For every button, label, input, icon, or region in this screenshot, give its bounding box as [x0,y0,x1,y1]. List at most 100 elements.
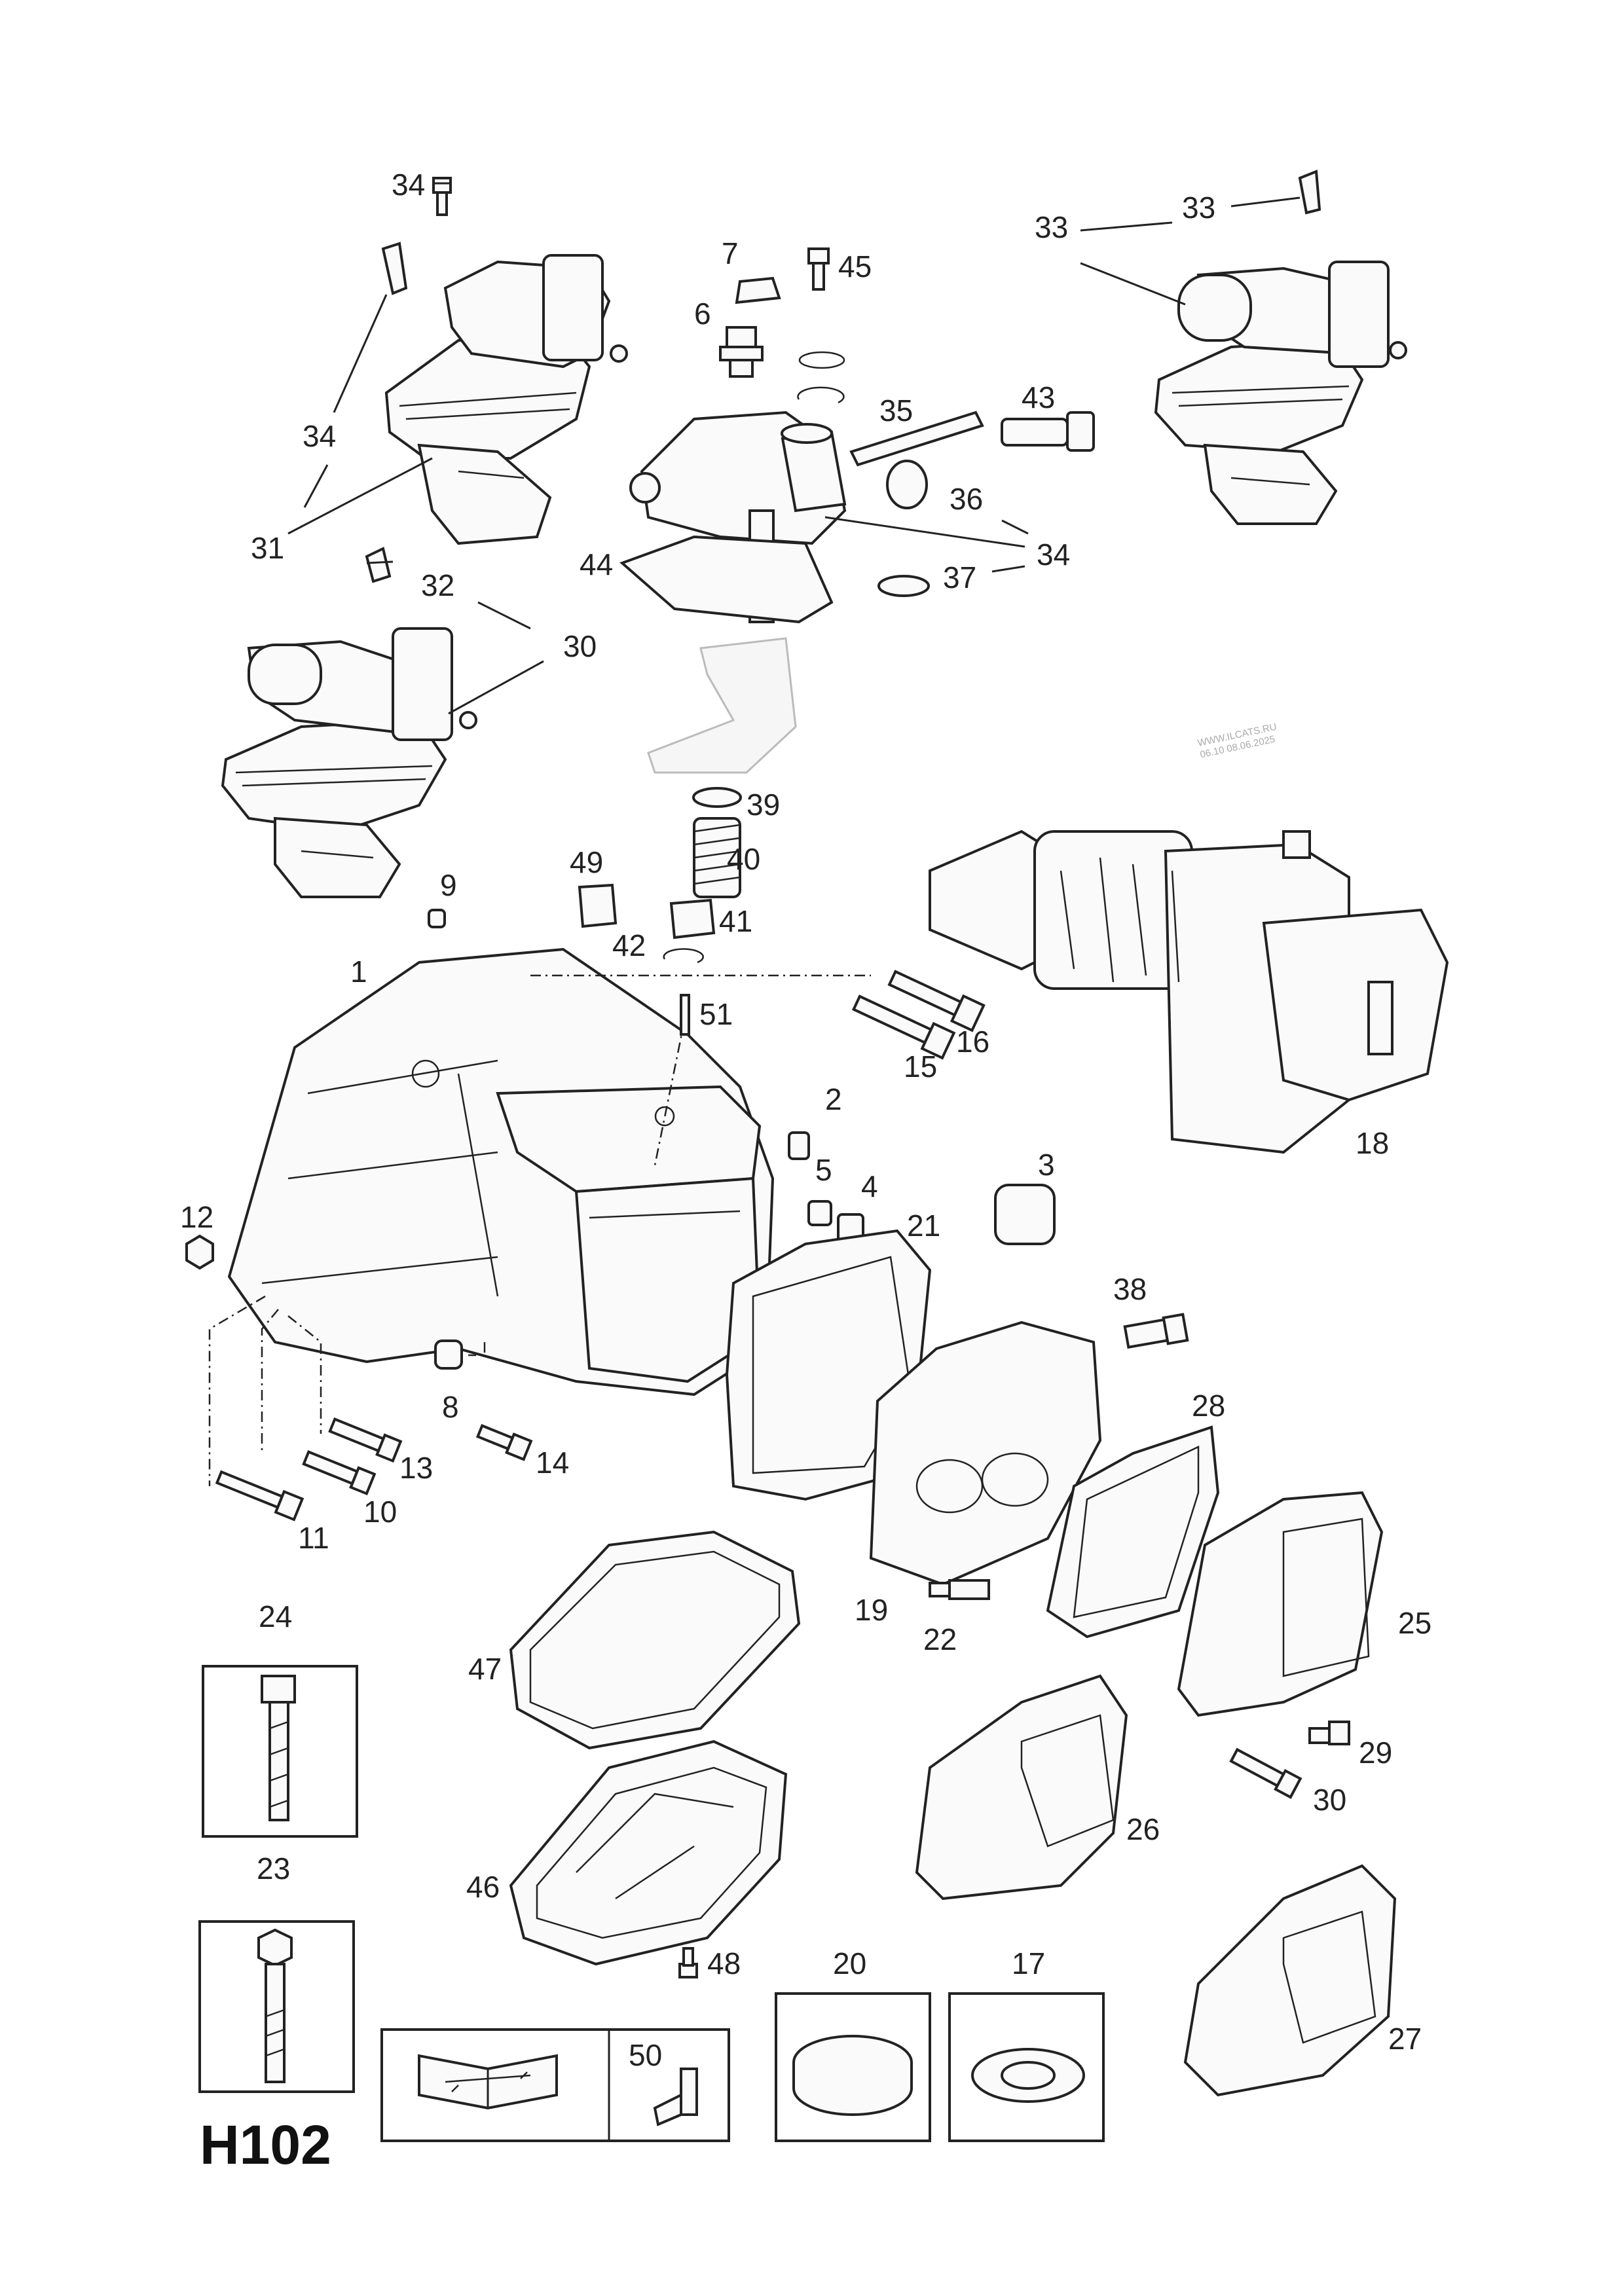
label-34-left[interactable]: 34 [303,419,336,453]
bolt-14[interactable] [475,1422,533,1461]
label-12[interactable]: 12 [180,1200,213,1234]
bolt-22[interactable] [929,1579,990,1600]
label-10[interactable]: 10 [363,1495,397,1529]
label-28[interactable]: 28 [1192,1389,1225,1423]
label-22[interactable]: 22 [923,1622,957,1656]
oil-pan-48[interactable] [509,1740,788,1966]
gasket-28[interactable] [1046,1425,1220,1639]
label-40[interactable]: 38 [1113,1272,1147,1306]
bolt-10[interactable] [302,1448,377,1496]
cover-25[interactable] [1177,1491,1384,1717]
plug-6[interactable] [719,326,764,378]
label-20[interactable]: 20 [833,1946,866,1980]
shift-assembly-32[interactable] [221,627,477,898]
nut-12[interactable] [185,1234,214,1270]
label-42[interactable]: 40 [727,842,760,876]
label-16[interactable]: 16 [956,1025,989,1059]
bolt-30[interactable] [1229,1746,1302,1799]
bush-51[interactable] [578,883,618,928]
plug-8[interactable] [434,1339,463,1370]
label-49[interactable]: 47 [468,1652,502,1686]
housing-19[interactable] [869,1321,1102,1586]
label-5[interactable]: 5 [815,1153,832,1187]
label-29[interactable]: 29 [1359,1736,1392,1770]
bolt-13[interactable] [328,1415,403,1463]
label-36[interactable]: 34 [1037,538,1070,572]
label-14[interactable]: 14 [536,1446,569,1480]
label-3[interactable]: 3 [1038,1148,1055,1182]
label-48[interactable]: 46 [466,1870,500,1904]
washer-39[interactable] [877,575,930,597]
label-41[interactable]: 39 [747,788,780,822]
bolt-11[interactable] [215,1467,304,1522]
label-24[interactable]: 24 [259,1599,292,1633]
label-11[interactable]: 11 [298,1521,329,1555]
label-23[interactable]: 23 [257,1851,290,1886]
bolt-50[interactable] [678,1947,698,1978]
label-18[interactable]: 18 [1356,1126,1389,1160]
label-30[interactable]: 30 [1313,1783,1346,1817]
label-52[interactable]: 50 [629,2038,662,2072]
label-15[interactable]: 15 [904,1049,937,1084]
label-17[interactable]: 17 [1012,1946,1045,1980]
label-44[interactable]: 42 [612,928,646,962]
bolt-29[interactable] [1308,1721,1350,1745]
bush-3[interactable] [994,1184,1056,1245]
bolt-40[interactable] [1123,1313,1189,1349]
bolt-15[interactable] [851,991,956,1060]
clip-34-left[interactable] [381,242,408,295]
label-46[interactable]: 44 [580,547,613,581]
label-53[interactable]: 51 [699,997,733,1031]
gasket-49[interactable] [509,1530,801,1750]
label-26[interactable]: 26 [1126,1812,1160,1846]
label-19[interactable]: 19 [855,1593,888,1627]
label-47[interactable]: 45 [838,249,872,283]
gear-set-18[interactable] [929,829,1449,1154]
shift-assembly-33[interactable] [1154,261,1407,525]
label-34-right[interactable]: 33 [1182,191,1215,225]
cover-27[interactable] [1183,1864,1397,2097]
washer-41[interactable] [692,787,742,808]
cover-26[interactable] [915,1674,1128,1901]
label-31[interactable]: 31 [251,531,284,565]
clip-34-mid[interactable] [365,547,392,583]
gasket-46[interactable] [619,535,834,624]
label-13[interactable]: 13 [399,1451,433,1485]
label-21[interactable]: 21 [907,1209,940,1243]
pin-2[interactable] [788,1131,810,1160]
spring-42[interactable] [693,817,741,898]
label-32[interactable]: 30 [563,629,597,663]
label-4[interactable]: 4 [861,1169,878,1203]
label-2[interactable]: 2 [825,1082,842,1116]
switch-45[interactable] [1001,411,1095,452]
label-27[interactable]: 27 [1388,2022,1422,2056]
label-38[interactable]: 36 [950,482,983,516]
label-25[interactable]: 25 [1398,1606,1431,1640]
label-45[interactable]: 43 [1022,380,1055,414]
cap-7[interactable] [735,276,781,304]
bolt-35[interactable] [432,177,452,216]
sleeve-5[interactable] [807,1200,832,1226]
label-43[interactable]: 41 [719,904,752,938]
cup-43[interactable] [669,898,716,939]
label-35[interactable]: 34 [392,168,425,202]
seal-38[interactable] [886,460,928,509]
label-6[interactable]: 6 [694,297,711,331]
shaft-37[interactable] [849,410,984,467]
bolt-47[interactable] [807,247,830,291]
pin-9[interactable] [428,909,446,928]
label-9[interactable]: 9 [440,868,457,902]
pin-53[interactable] [680,994,690,1036]
label-33[interactable]: 33 [1035,210,1068,244]
label-8[interactable]: 8 [442,1390,459,1424]
label-37[interactable]: 35 [879,393,913,428]
label-7[interactable]: 7 [722,236,739,270]
label-39[interactable]: 37 [943,560,976,594]
bolt-16[interactable] [887,966,986,1032]
shift-assembly-31[interactable] [384,254,628,545]
label-1[interactable]: 1 [350,955,367,989]
label-34-mid[interactable]: 32 [421,568,454,602]
clip-34-right[interactable] [1298,170,1321,215]
label-50[interactable]: 48 [707,1946,741,1980]
circlip-44[interactable] [663,948,704,964]
